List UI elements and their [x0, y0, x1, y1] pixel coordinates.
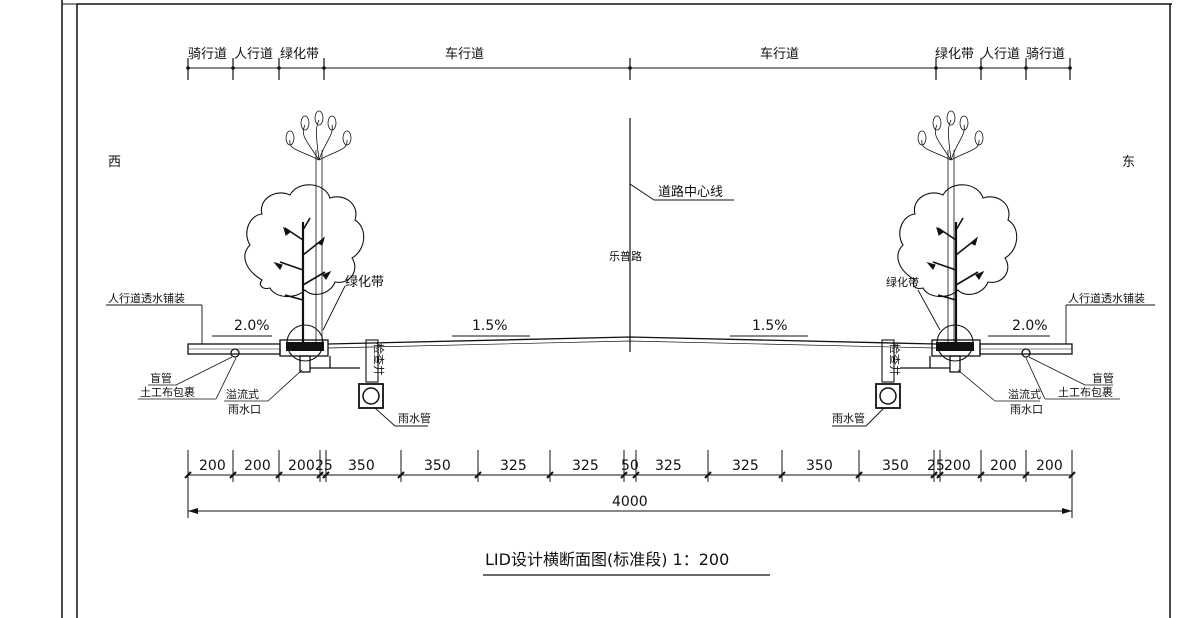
dim-11: 325 [732, 458, 759, 474]
slope-sidewalk-right: 2.0% [988, 318, 1050, 337]
road-centerline: 道路中心线 乐普路 [609, 118, 734, 352]
dim-9: 50 [621, 458, 639, 474]
top-label-sidewalk-right: 人行道 [981, 47, 1020, 62]
inspection-well-left-label: 检查井 [372, 343, 386, 376]
slope-sidewalk-left-text: 2.0% [234, 318, 270, 334]
direction-west: 西 [108, 155, 121, 170]
blind-pipe-left-label: 盲管 [150, 371, 172, 385]
centerline-label: 道路中心线 [658, 184, 723, 200]
geotextile-left-label: 土工布包裹 [140, 385, 195, 399]
dim-17: 200 [1036, 458, 1063, 474]
dim-2: 200 [244, 458, 271, 474]
top-label-greenbelt-left: 绿化带 [280, 47, 319, 62]
direction-east: 东 [1122, 155, 1135, 170]
slope-sidewalk-right-text: 2.0% [1012, 318, 1048, 334]
tree-left [244, 184, 365, 345]
paving-label-left: 人行道透水铺装 [108, 291, 185, 305]
dim-1: 200 [199, 458, 226, 474]
greenbelt-label-right: 绿化带 [886, 275, 919, 289]
inspection-well-left: 检查井 [365, 339, 386, 383]
street-lamp-right [917, 110, 984, 345]
dim-3: 200 [288, 458, 315, 474]
top-label-cycle-lane-left: 骑行道 [188, 47, 227, 62]
rain-pipe-right: 雨水管 [832, 383, 901, 427]
slope-road-right-text: 1.5% [752, 318, 788, 334]
road-surface [187, 324, 1073, 373]
slope-road-left-text: 1.5% [472, 318, 508, 334]
drawing-title: LID设计横断面图(标准段) 1：200 [485, 550, 729, 569]
total-width-label: 4000 [612, 494, 648, 510]
drainage-callouts-left: 盲管 土工布包裹 溢流式 雨水口 [138, 356, 303, 416]
tree-right [897, 184, 1018, 345]
dim-13: 350 [882, 458, 909, 474]
dim-16: 200 [990, 458, 1017, 474]
paving-callout-right: 人行道透水铺装 [1065, 291, 1155, 344]
overflow-right-label-1: 溢流式 [1008, 387, 1041, 401]
paving-label-right: 人行道透水铺装 [1068, 291, 1145, 305]
dim-15: 200 [944, 458, 971, 474]
paving-callout-left: 人行道透水铺装 [106, 291, 203, 344]
top-label-carriageway-right: 车行道 [760, 46, 799, 62]
geotextile-right-label: 土工布包裹 [1058, 385, 1113, 399]
rain-pipe-left: 雨水管 [358, 383, 431, 427]
rain-pipe-left-label: 雨水管 [398, 411, 431, 425]
overflow-left-label-1: 溢流式 [226, 387, 259, 401]
top-label-greenbelt-right: 绿化带 [935, 47, 974, 62]
inspection-well-right-label: 检查井 [888, 343, 902, 376]
street-lamp-left [285, 110, 352, 345]
dim-12: 350 [806, 458, 833, 474]
drawing-frame [61, 0, 1172, 618]
dim-14: 25 [927, 458, 945, 474]
dim-5: 350 [348, 458, 375, 474]
greenbelt-label-left: 绿化带 [345, 275, 384, 290]
top-label-carriageway-left: 车行道 [445, 46, 484, 62]
dim-6: 350 [424, 458, 451, 474]
greenbelt-callout-left: 绿化带 [322, 275, 384, 331]
drainage-callouts-right: 盲管 土工布包裹 溢流式 雨水口 [957, 356, 1120, 416]
rain-pipe-right-label: 雨水管 [832, 411, 865, 425]
road-name-label: 乐普路 [609, 249, 642, 263]
dim-8: 325 [572, 458, 599, 474]
slope-road-right: 1.5% [730, 318, 808, 337]
dim-10: 325 [655, 458, 682, 474]
dim-4: 25 [315, 458, 333, 474]
inspection-well-right: 检查井 [881, 339, 902, 383]
blind-pipe-right-label: 盲管 [1092, 371, 1114, 385]
bottom-dimension-chain: 200 200 200 25 350 350 325 325 50 325 32… [184, 450, 1076, 518]
overflow-left-label-2: 雨水口 [228, 403, 261, 416]
top-label-cycle-lane-right: 骑行道 [1026, 47, 1065, 62]
overflow-right-label-2: 雨水口 [1010, 403, 1043, 416]
slope-sidewalk-left: 2.0% [212, 318, 272, 337]
top-label-sidewalk-left: 人行道 [234, 47, 273, 62]
greenbelt-callout-right: 绿化带 [886, 275, 941, 331]
slope-road-left: 1.5% [452, 318, 530, 337]
top-dimension-chain: 骑行道 人行道 绿化带 车行道 车行道 绿化带 人行道 骑行道 [186, 46, 1072, 80]
drawing-title-group: LID设计横断面图(标准段) 1：200 [483, 550, 770, 576]
dim-7: 325 [500, 458, 527, 474]
